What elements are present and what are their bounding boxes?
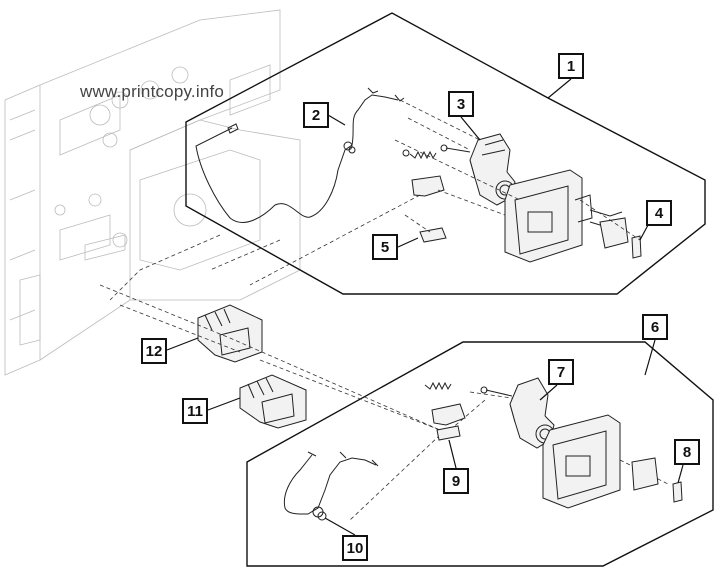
connector-part: [599, 217, 629, 249]
sensor-4: [631, 235, 642, 259]
actuator-7: [509, 377, 555, 449]
callout-2: 2: [303, 102, 329, 128]
callout-12: 12: [141, 338, 167, 364]
callout-5: 5: [372, 234, 398, 260]
clamp-11: [239, 374, 307, 429]
spring-6: [424, 381, 452, 391]
assembly-guide-lines-1: [109, 99, 641, 301]
clip-6: [431, 403, 466, 426]
part-9: [436, 425, 461, 441]
bracket-6: [542, 414, 621, 509]
connector-6: [631, 457, 659, 491]
callout-3: 3: [448, 91, 474, 117]
callout-6: 6: [642, 314, 668, 340]
cable-harness-2: [195, 94, 399, 223]
assembly-outline-6: [246, 341, 714, 567]
screw-6: [485, 389, 513, 397]
callout-8: 8: [674, 439, 700, 465]
sensor-8: [672, 481, 683, 503]
callout-10: 10: [342, 535, 368, 561]
screw: [445, 147, 471, 153]
cable-harness-10: [283, 454, 377, 515]
clamp-12: [197, 304, 263, 363]
watermark-text: www.printcopy.info: [80, 82, 225, 101]
printer-frame: [4, 9, 301, 376]
callout-7: 7: [548, 359, 574, 385]
bracket-1: [504, 169, 593, 263]
callout-9: 9: [443, 468, 469, 494]
assembly-outline-1: [185, 12, 706, 295]
clip: [411, 175, 445, 197]
spring: [409, 150, 437, 160]
callout-4: 4: [646, 200, 672, 226]
callout-1: 1: [558, 53, 584, 79]
part-5: [419, 227, 447, 243]
callout-11: 11: [182, 398, 208, 424]
